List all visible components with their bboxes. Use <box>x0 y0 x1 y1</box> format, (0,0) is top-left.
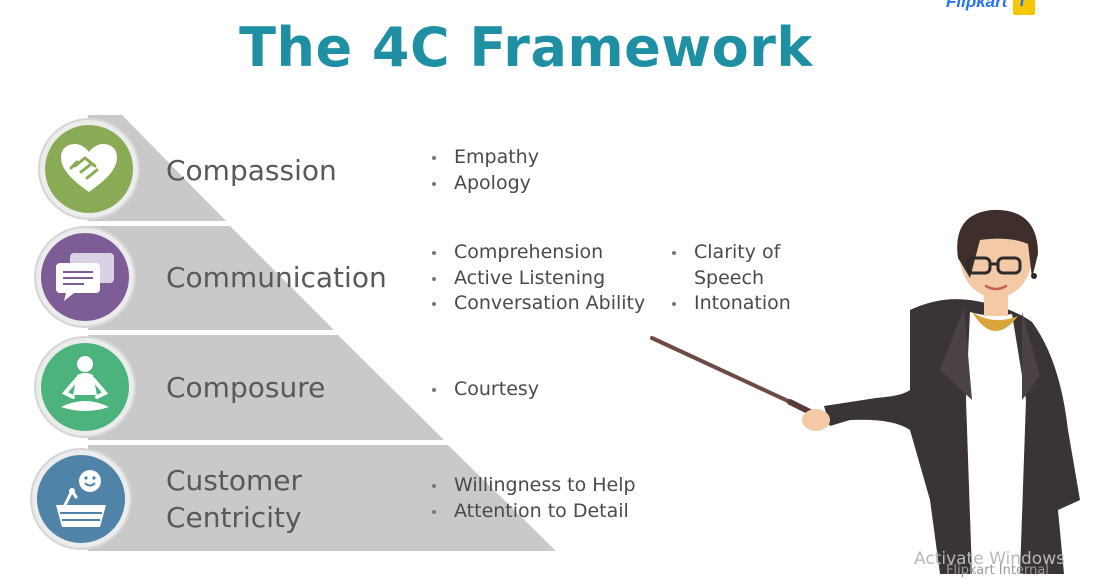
bullet-item: Attention to Detail <box>430 499 636 525</box>
bullets-composure: Courtesy <box>430 377 539 403</box>
level-label-line: Customer <box>166 464 303 497</box>
pyramid-band-customer-centricity <box>88 445 556 551</box>
bullet-item: Conversation Ability <box>430 291 645 317</box>
slide-title: The 4C Framework <box>239 16 813 79</box>
bullet-item: Willingness to Help <box>430 473 636 499</box>
presenter-illustration <box>650 209 1080 574</box>
bullets-communication-col2: Clarity of Speech Intonation <box>670 240 791 317</box>
bullet-item: Courtesy <box>430 377 539 403</box>
shopping-bag-icon <box>1013 0 1036 15</box>
bullet-item: Comprehension <box>430 240 645 266</box>
compassion-circle <box>40 120 138 218</box>
bullet-item: Active Listening <box>430 266 645 292</box>
bullet-item: Clarity of <box>670 240 791 266</box>
bullets-customer-centricity: Willingness to Help Attention to Detail <box>430 473 636 524</box>
pyramid-band-composure <box>88 335 444 440</box>
composure-circle <box>36 338 134 436</box>
bullet-item: Empathy <box>430 145 539 171</box>
flipkart-internal-label: Flipkart Internal <box>946 563 1049 578</box>
bullets-compassion: Empathy Apology <box>430 145 539 196</box>
customer-centricity-circle <box>32 450 130 548</box>
bullet-item: Apology <box>430 171 539 197</box>
bullet-item-continuation: Speech <box>694 266 764 289</box>
activate-windows-watermark: Activate Windows <box>914 549 1065 569</box>
level-label-communication: Communication <box>166 261 387 294</box>
level-label-customer-centricity: Customer Centricity <box>166 462 302 536</box>
level-label-line: Centricity <box>166 501 302 534</box>
bullet-item: Intonation <box>670 291 791 317</box>
level-label-compassion: Compassion <box>166 154 337 187</box>
level-label-composure: Composure <box>166 371 326 404</box>
pyramid-band-communication <box>88 226 334 330</box>
bullets-communication: Comprehension Active Listening Conversat… <box>430 240 645 317</box>
communication-circle <box>36 228 134 326</box>
logo-text: Flipkart <box>946 0 1008 11</box>
flipkart-logo: Flipkart <box>946 0 1036 15</box>
